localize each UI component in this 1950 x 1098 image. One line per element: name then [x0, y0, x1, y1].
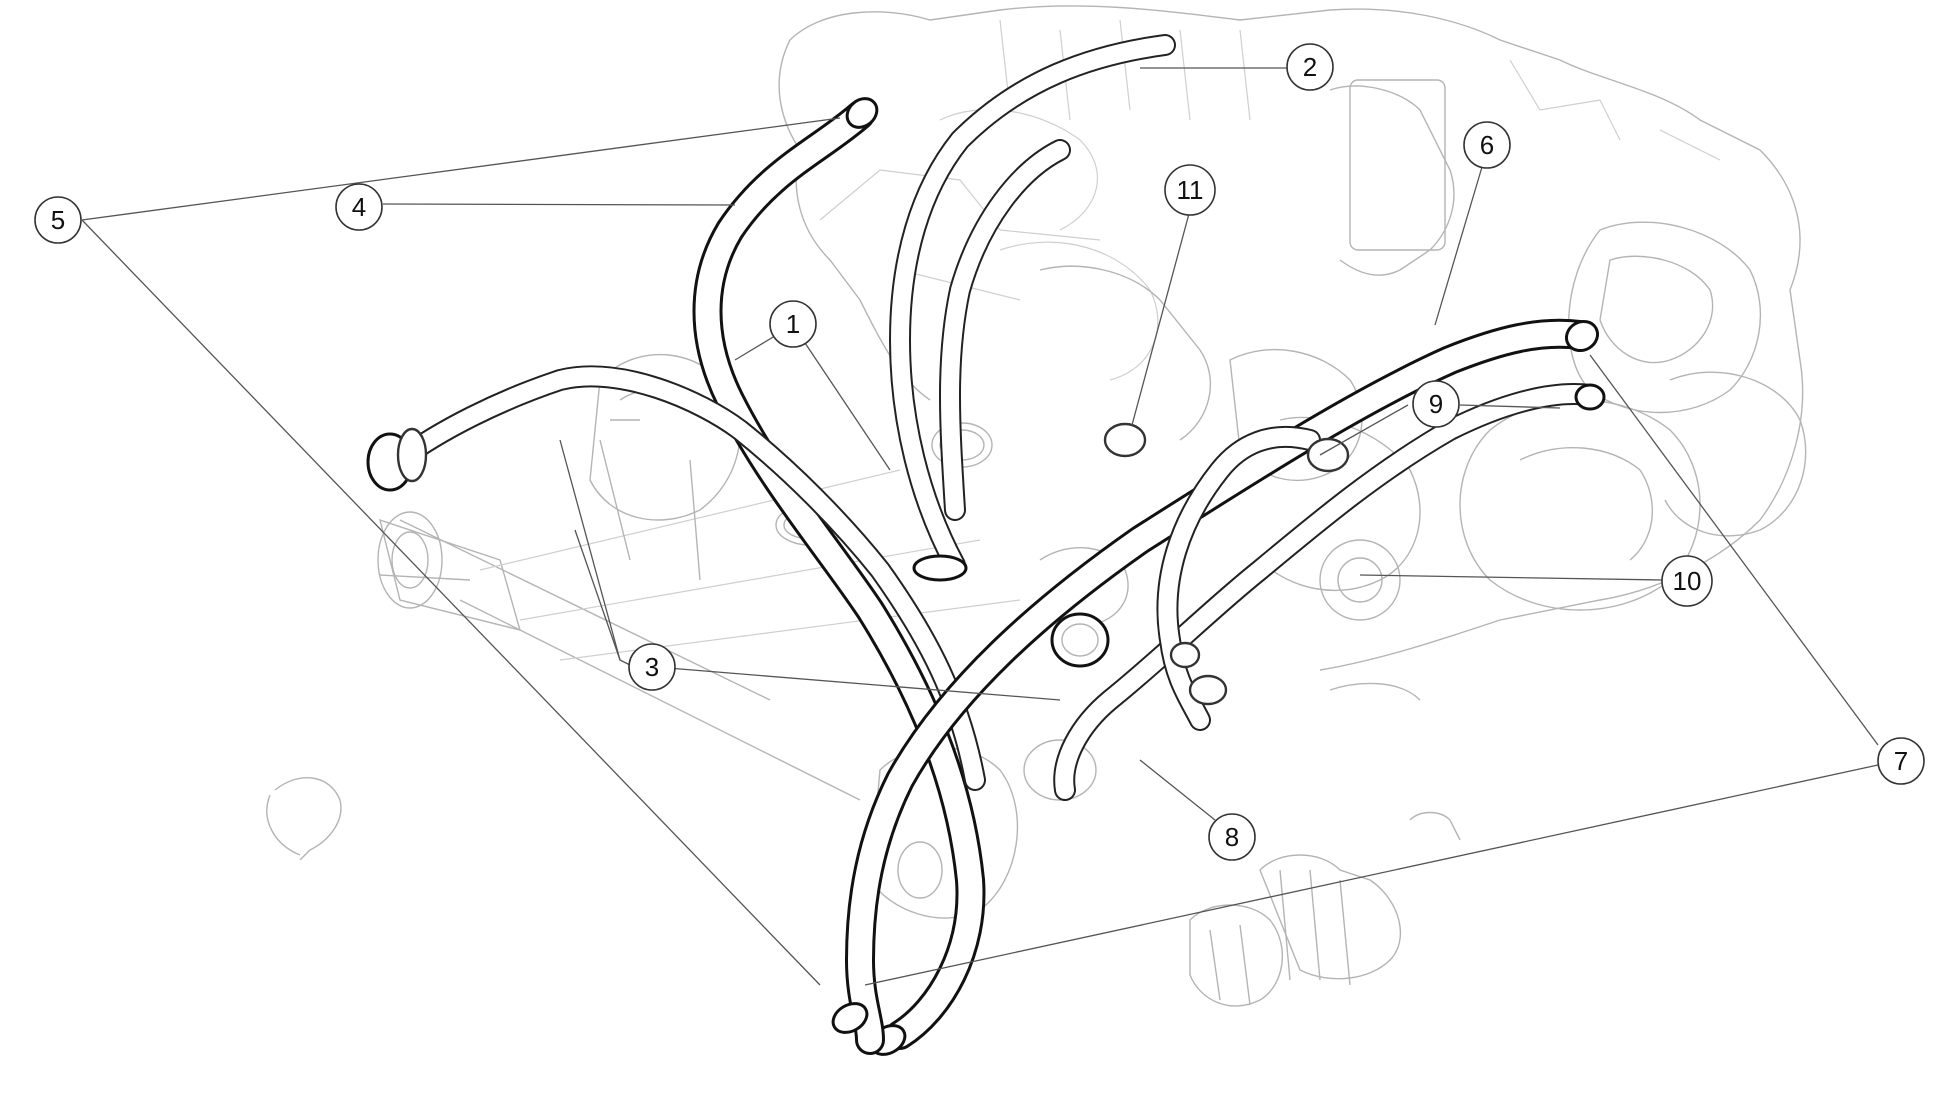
callout-7: 7	[1877, 737, 1925, 785]
callout-10: 10	[1661, 555, 1713, 607]
hose-10	[1053, 383, 1606, 801]
hoses	[366, 34, 1606, 1056]
hose-2	[888, 34, 1176, 582]
callout-9-label: 9	[1429, 389, 1443, 419]
hose-3	[366, 365, 986, 791]
callout-2-circle	[1286, 43, 1334, 91]
callout-5-label: 5	[51, 205, 65, 235]
callout-3-label: 3	[645, 652, 659, 682]
callout-11: 11	[1164, 164, 1216, 216]
callout-6: 6	[1463, 121, 1511, 169]
hose-4-upper-end	[845, 97, 879, 129]
fitting-8	[1188, 674, 1228, 706]
callout-1-circle	[769, 300, 817, 348]
callout-9-circle	[1412, 380, 1460, 428]
fitting-11	[1103, 422, 1147, 458]
fitting-8b	[1169, 641, 1201, 669]
callouts: 1 2 3 4 5 6 7 8	[34, 43, 1925, 861]
callout-10-label: 10	[1673, 566, 1702, 596]
hose-7-lower-end	[831, 1002, 869, 1034]
leader-lines	[81, 67, 1879, 986]
callout-3-circle	[628, 643, 676, 691]
hose-3-clamp	[396, 427, 428, 483]
callout-1: 1	[769, 300, 817, 348]
callout-6-label: 6	[1480, 130, 1494, 160]
callout-6-circle	[1463, 121, 1511, 169]
hose-4	[692, 97, 986, 1056]
hose-7-right-end	[1564, 319, 1600, 353]
hose-2-lower-end	[912, 554, 968, 582]
callout-2-label: 2	[1303, 52, 1317, 82]
callout-7-circle	[1877, 737, 1925, 785]
callout-8: 8	[1208, 813, 1256, 861]
callout-2: 2	[1286, 43, 1334, 91]
hose-10-right-end	[1574, 383, 1606, 411]
hose-7	[831, 318, 1600, 1055]
callout-4: 4	[335, 183, 383, 231]
callout-8-circle	[1208, 813, 1256, 861]
callout-11-label: 11	[1177, 175, 1204, 205]
fitting-9	[1306, 437, 1350, 473]
callout-7-label: 7	[1894, 746, 1908, 776]
callout-3: 3	[628, 643, 676, 691]
callout-11-circle	[1164, 164, 1216, 216]
fittings	[1050, 422, 1350, 706]
fitting-center	[1050, 612, 1110, 668]
callout-5-circle	[34, 196, 82, 244]
callout-4-label: 4	[352, 192, 366, 222]
callout-10-circle	[1661, 555, 1713, 607]
callout-9: 9	[1412, 380, 1460, 428]
callout-8-label: 8	[1225, 822, 1239, 852]
callout-5: 5	[34, 196, 82, 244]
callout-4-circle	[335, 183, 383, 231]
callout-1-label: 1	[786, 309, 800, 339]
